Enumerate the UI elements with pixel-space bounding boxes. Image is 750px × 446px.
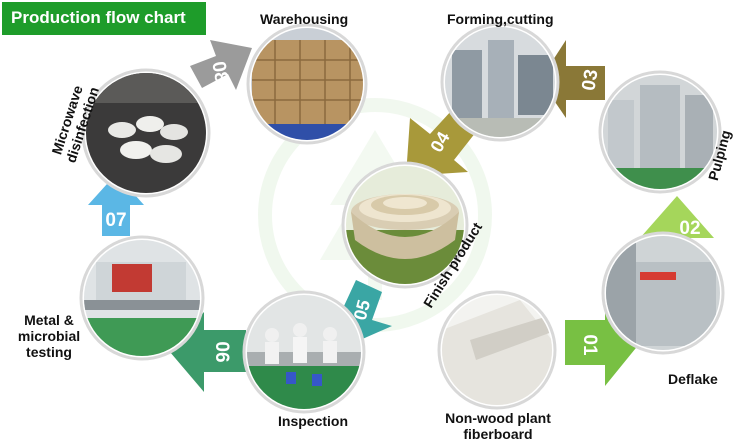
photo-metal-microbial-testing <box>79 235 205 361</box>
step-number-02: 02 <box>679 218 700 239</box>
label-metal-line1: Metal & <box>24 312 74 328</box>
step-number-08: 08 <box>207 60 231 84</box>
label-warehousing: Warehousing <box>260 11 349 27</box>
photo-inspection <box>242 290 366 414</box>
step-number-06: 06 <box>211 341 232 362</box>
photo-microwave-disinfection <box>81 68 211 198</box>
photo-forming-cutting <box>440 22 560 142</box>
label-metal-microbial-testing: Metal & microbial testing <box>10 312 88 360</box>
step-number-07: 07 <box>105 210 126 231</box>
label-fiberboard-line2: fiberboard <box>463 426 533 442</box>
arrow-08: 08 <box>190 40 252 90</box>
photo-pulping <box>598 70 722 194</box>
label-fiberboard: Non-wood plant fiberboard <box>436 410 560 442</box>
label-metal-line2: microbial <box>17 328 81 344</box>
photo-warehousing <box>246 23 368 145</box>
step-number-03: 03 <box>578 68 602 92</box>
label-metal-line3: testing <box>26 344 72 360</box>
photo-deflake <box>601 231 725 355</box>
title-banner: Production flow chart <box>2 2 206 35</box>
label-fiberboard-line1: Non-wood plant <box>445 410 551 426</box>
label-forming-cutting: Forming,cutting <box>447 11 554 27</box>
photo-finish-product <box>341 161 469 289</box>
label-deflake: Deflake <box>668 371 718 387</box>
photo-fiberboard <box>437 290 557 410</box>
step-number-01: 01 <box>579 334 600 356</box>
page-title: Production flow chart <box>11 8 186 27</box>
label-inspection: Inspection <box>278 413 349 429</box>
